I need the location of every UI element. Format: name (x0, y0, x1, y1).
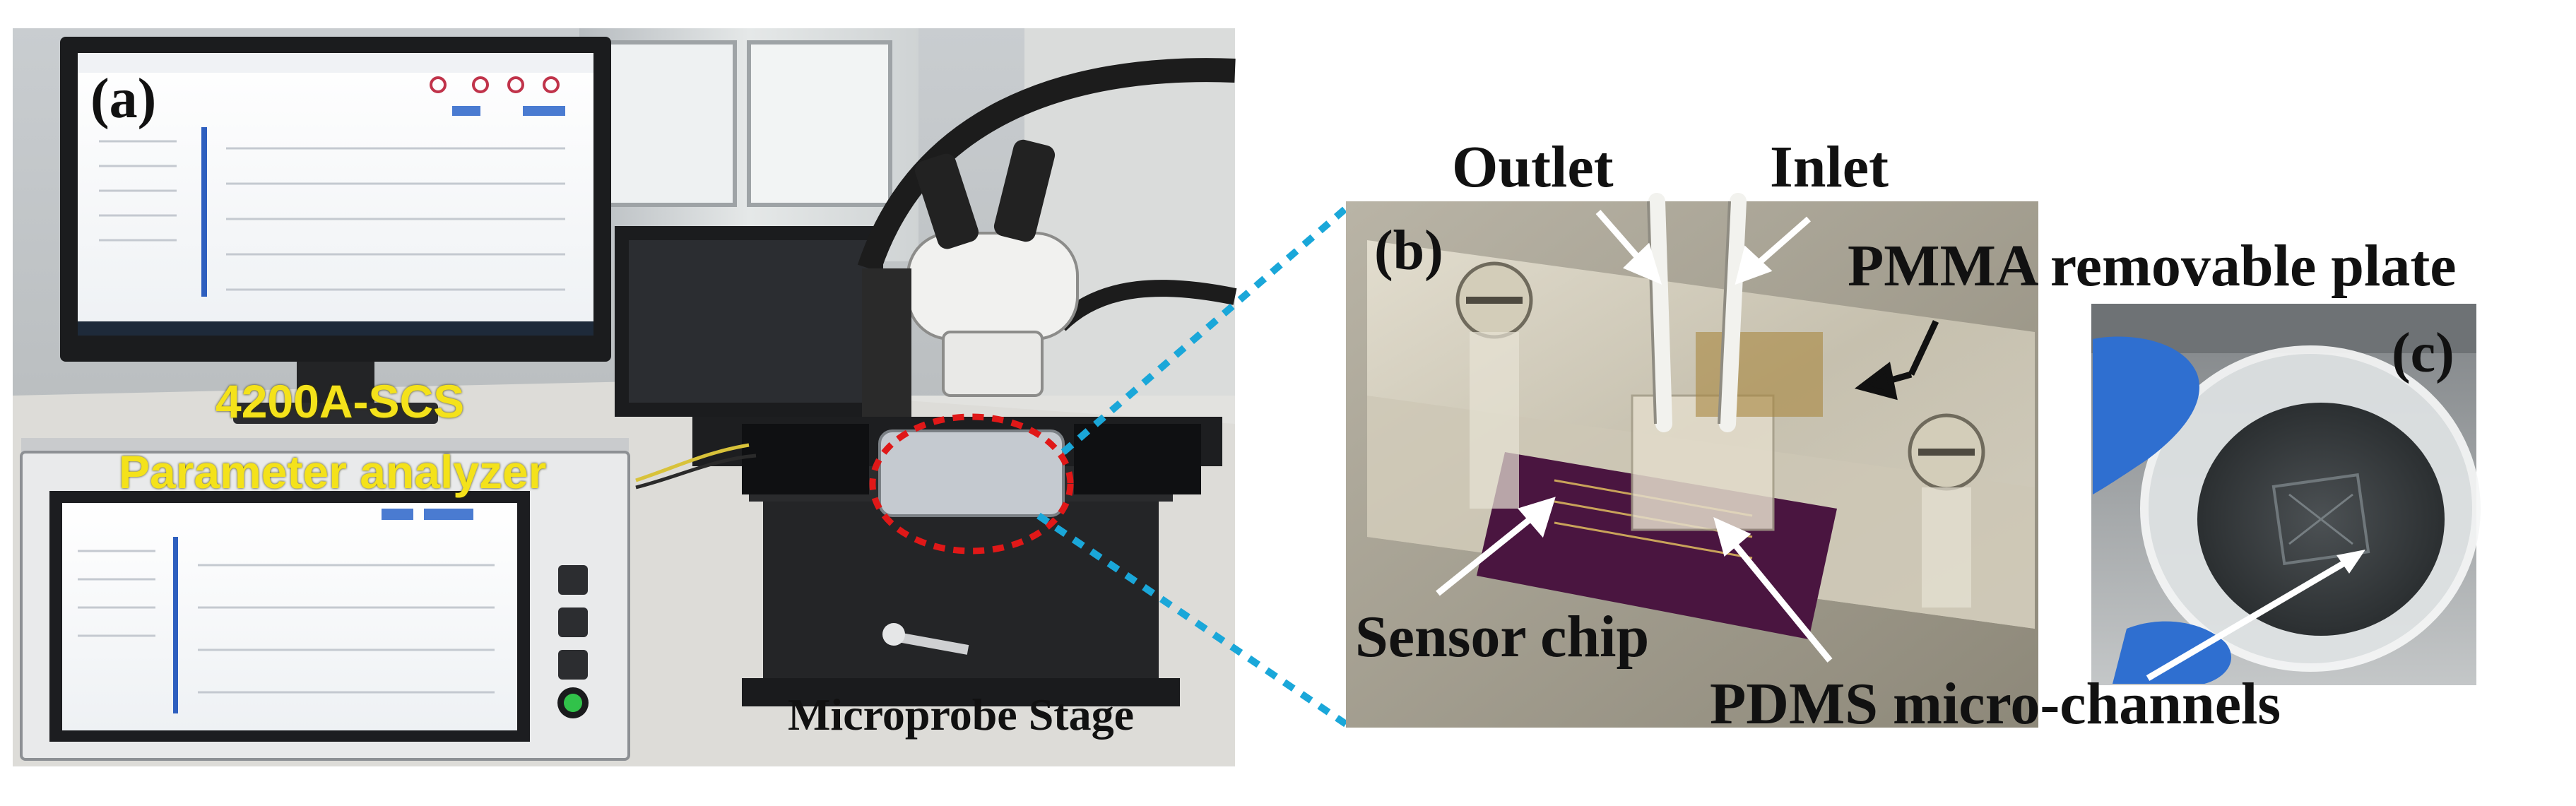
analyzer-model-label: 4200A-SCS (215, 375, 465, 427)
panel-b-tag: (b) (1374, 220, 1443, 282)
pdms-channels-label: PDMS micro-channels (1710, 671, 2281, 737)
annotation-arrows (1436, 210, 1939, 663)
panel-b-photo (1346, 193, 2038, 728)
top-monitor (60, 37, 611, 424)
panel-c-tag: (c) (2392, 322, 2454, 384)
panel-a-tag: (a) (90, 68, 157, 130)
microprobe-stage-label: Microprobe Stage (788, 689, 1134, 740)
sensor-chip-label: Sensor chip (1355, 604, 1650, 670)
analyzer-name-label: Parameter analyzer (119, 446, 547, 498)
parameter-analyzer-unit (20, 438, 630, 761)
stereo-microscope (857, 58, 1237, 431)
highlight-circle (869, 413, 1074, 555)
pmma-plate-label: PMMA removable plate (1848, 233, 2457, 299)
inlet-label: Inlet (1770, 134, 1889, 200)
panel-a-photo (13, 28, 1237, 766)
microprobe-stage (635, 417, 1222, 706)
panel-c-photo (2091, 304, 2481, 685)
outlet-label: Outlet (1452, 134, 1614, 200)
